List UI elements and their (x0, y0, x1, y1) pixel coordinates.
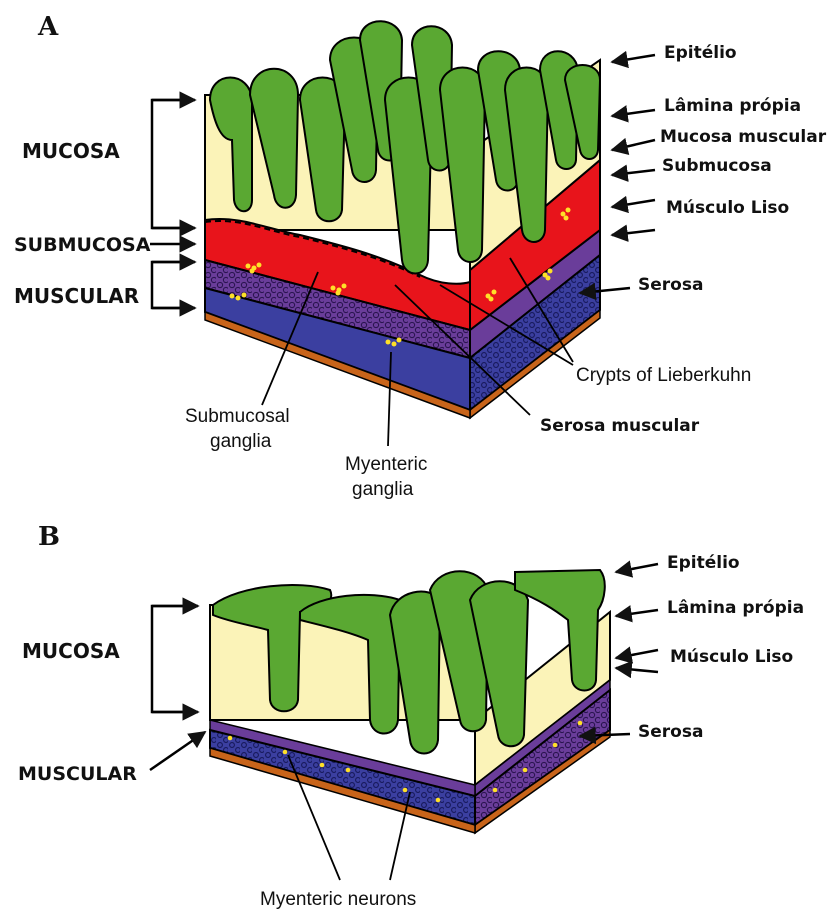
panel-b: B (18, 522, 804, 910)
b-label-lamina-propria: Lâmina própia (667, 598, 804, 618)
b-left-brackets (150, 606, 205, 770)
a-label-epitelio: Epitélio (664, 43, 737, 63)
a-label-lamina-propria: Lâmina própia (664, 96, 801, 116)
a-label-submucosal-ganglia-1: Submucosal (185, 406, 290, 427)
panel-b-letter: B (38, 522, 60, 552)
a-label-musculo-liso: Músculo Liso (666, 198, 789, 218)
a-label-muscular: MUSCULAR (14, 284, 139, 308)
b-label-musculo-liso: Músculo Liso (670, 647, 793, 667)
b-label-serosa: Serosa (638, 722, 703, 742)
a-label-mucosa-muscular: Mucosa muscular (660, 127, 827, 147)
a-label-myenteric-ganglia-1: Myenteric (345, 454, 427, 475)
b-label-mucosa: MUCOSA (22, 639, 120, 663)
a-label-myenteric-ganglia-2: ganglia (352, 479, 414, 500)
b-label-muscular: MUSCULAR (18, 763, 137, 785)
a-label-submucosal-ganglia-2: ganglia (210, 431, 272, 452)
a-label-serosa-muscular: Serosa muscular (540, 416, 700, 436)
a-label-mucosa: MUCOSA (22, 139, 120, 163)
a-label-submucosa: SUBMUCOSA (14, 234, 151, 256)
b-label-epitelio: Epitélio (667, 553, 740, 573)
panel-a-block (205, 21, 600, 418)
a-left-brackets (150, 100, 195, 308)
panel-a: A (14, 12, 827, 500)
a-label-submucosa-right: Submucosa (662, 156, 772, 176)
a-label-serosa: Serosa (638, 275, 703, 295)
b-label-myenteric-neurons: Myenteric neurons (260, 889, 416, 910)
panel-a-letter: A (37, 12, 59, 42)
a-label-crypts: Crypts of Lieberkuhn (576, 365, 751, 386)
